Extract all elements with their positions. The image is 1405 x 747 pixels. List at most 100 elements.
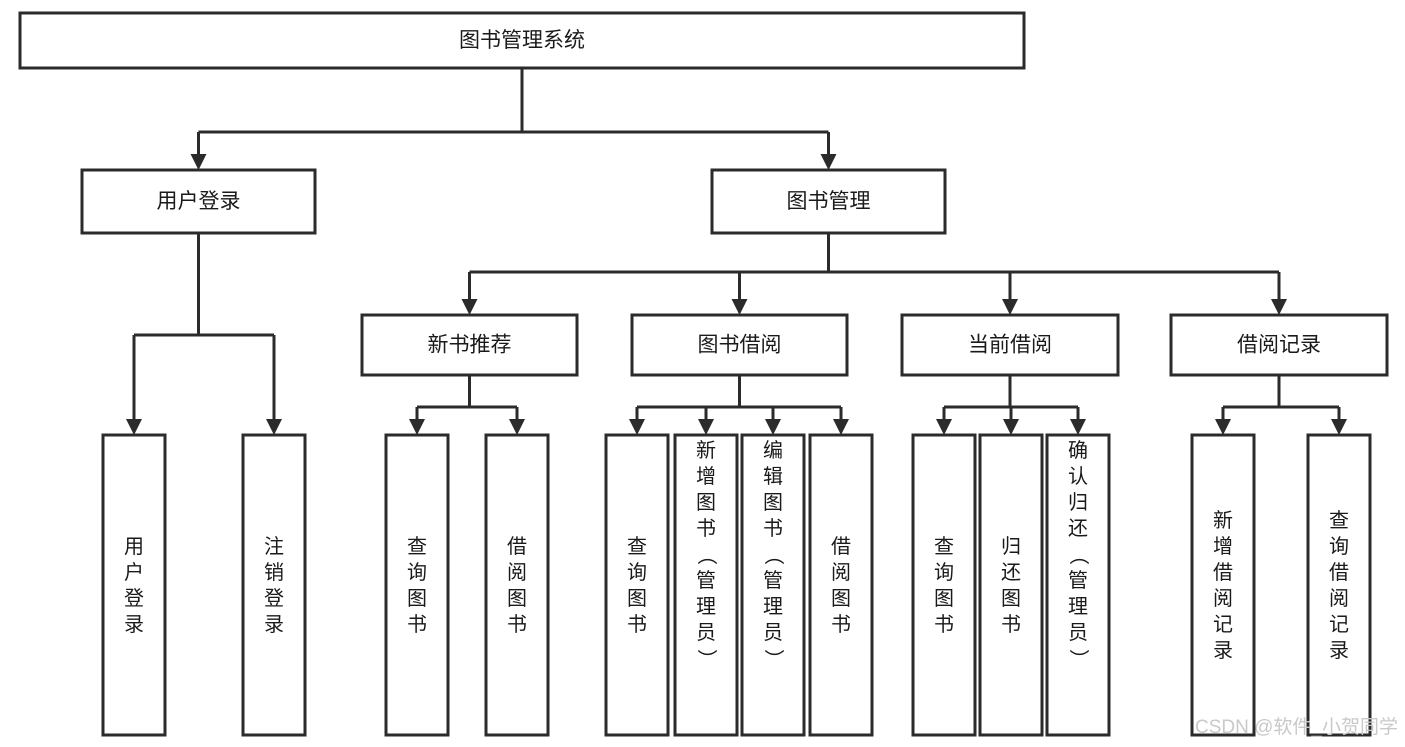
arrow-head-icon	[266, 419, 282, 435]
arrow-head-icon	[820, 154, 837, 170]
svg-text:询: 询	[1329, 535, 1349, 558]
arrow-head-icon	[629, 419, 645, 435]
svg-text:管: 管	[1068, 569, 1088, 592]
svg-text:借: 借	[1329, 561, 1349, 584]
svg-text:图: 图	[627, 588, 647, 610]
arrow-head-icon	[1271, 299, 1287, 315]
node-book-management-box[interactable]	[710, 168, 947, 235]
node-borrow-records-label: 借阅记录	[1237, 334, 1321, 357]
node-user-login[interactable]: 用户登录	[80, 168, 317, 235]
svg-text:图: 图	[763, 492, 783, 514]
node-book-management[interactable]: 图书管理	[710, 168, 947, 235]
node-current-borrowing[interactable]: 当前借阅	[900, 313, 1120, 377]
leaf-user-login-label: 用户登录	[124, 536, 144, 636]
svg-text:新: 新	[696, 439, 716, 462]
leaf-add-borrow-record-box[interactable]	[1190, 433, 1256, 737]
svg-text:理: 理	[696, 596, 716, 618]
node-borrow-records-box[interactable]	[1169, 313, 1389, 377]
node-book-management-label: 图书管理	[787, 190, 871, 213]
svg-text:编: 编	[763, 439, 783, 462]
arrow-head-icon	[698, 419, 714, 435]
svg-text:理: 理	[763, 596, 783, 618]
node-user-login-box[interactable]	[80, 168, 317, 235]
leaf-user-login[interactable]: 用户登录	[101, 433, 167, 737]
node-book-borrowing[interactable]: 图书借阅	[630, 313, 849, 377]
leaf-edit-book-admin-box[interactable]	[740, 433, 806, 737]
arrow-head-icon	[126, 419, 142, 435]
svg-text:认: 认	[1068, 465, 1088, 488]
svg-text:阅: 阅	[831, 561, 851, 584]
svg-text:借: 借	[831, 535, 851, 558]
arrow-head-icon	[936, 419, 952, 435]
node-new-book-recommend-box[interactable]	[360, 313, 579, 377]
node-new-book-recommend[interactable]: 新书推荐	[360, 313, 579, 377]
svg-text:员: 员	[1068, 622, 1088, 644]
arrow-head-icon	[509, 419, 525, 435]
leaf-confirm-return-admin-box[interactable]	[1045, 433, 1111, 737]
svg-text:录: 录	[124, 614, 144, 636]
svg-text:书: 书	[507, 613, 527, 636]
svg-text:询: 询	[627, 561, 647, 584]
svg-text:借: 借	[507, 535, 527, 558]
leaf-query-books-1-box[interactable]	[384, 433, 450, 737]
node-borrow-records[interactable]: 借阅记录	[1169, 313, 1389, 377]
arrow-head-icon	[1002, 299, 1018, 315]
svg-text:图: 图	[1001, 588, 1021, 610]
svg-text:辑: 辑	[763, 465, 783, 488]
arrow-head-icon	[765, 419, 781, 435]
leaf-logout-box[interactable]	[241, 433, 307, 737]
arrow-head-icon	[1003, 419, 1019, 435]
svg-text:管: 管	[763, 569, 783, 592]
node-current-borrowing-box[interactable]	[900, 313, 1120, 377]
svg-text:还: 还	[1001, 561, 1021, 584]
leaf-borrow-books-1-box[interactable]	[484, 433, 550, 737]
svg-text:（: （	[762, 545, 785, 565]
root-book-management-system-box[interactable]	[18, 11, 1026, 70]
svg-text:新: 新	[1213, 509, 1233, 532]
arrow-head-icon	[1070, 419, 1086, 435]
leaf-user-login-box[interactable]	[101, 433, 167, 737]
leaf-query-books-2-box[interactable]	[604, 433, 670, 737]
leaf-query-books-3-box[interactable]	[911, 433, 977, 737]
arrow-head-icon	[409, 419, 425, 435]
node-book-borrowing-box[interactable]	[630, 313, 849, 377]
leaf-borrow-books-2-box[interactable]	[808, 433, 874, 737]
svg-text:理: 理	[1068, 596, 1088, 618]
leaf-add-book-admin-box[interactable]	[673, 433, 739, 737]
root-book-management-system[interactable]: 图书管理系统	[18, 11, 1026, 70]
arrow-head-icon	[731, 299, 748, 315]
svg-text:借: 借	[1213, 561, 1233, 584]
svg-text:记: 记	[1213, 613, 1233, 636]
svg-text:阅: 阅	[507, 561, 527, 584]
leaf-return-books-box[interactable]	[978, 433, 1044, 737]
leaf-query-borrow-record-box[interactable]	[1306, 433, 1372, 737]
arrow-head-icon	[1331, 419, 1347, 435]
svg-text:还: 还	[1068, 517, 1088, 540]
svg-text:书: 书	[934, 613, 954, 636]
node-layer: 图书管理系统用户登录图书管理用户登录注销登录新书推荐查询图书借阅图书图书借阅查询…	[18, 11, 1389, 737]
svg-text:询: 询	[934, 561, 954, 584]
svg-text:）: ）	[1067, 649, 1090, 669]
arrow-head-icon	[1215, 419, 1231, 435]
svg-text:图: 图	[407, 588, 427, 610]
